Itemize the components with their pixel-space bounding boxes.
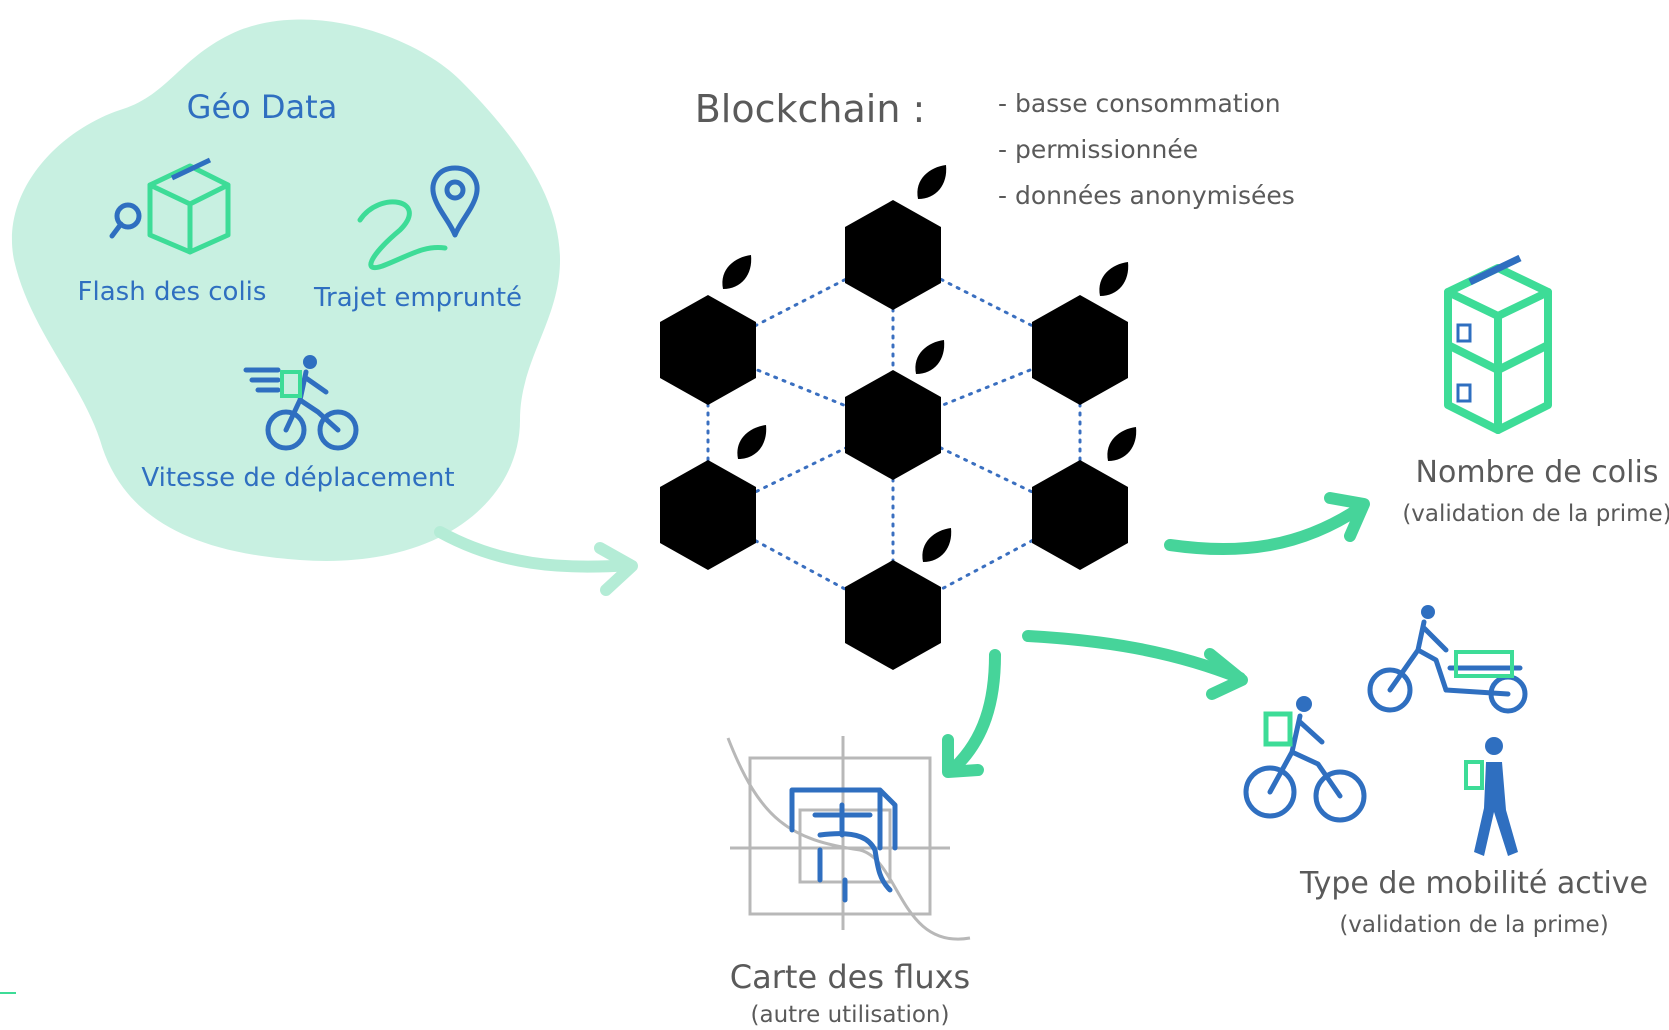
blockchain-title: Blockchain :	[695, 87, 926, 131]
blockchain-feature-3: - données anonymisées	[998, 181, 1295, 210]
parcels-subtitle: (validation de la prime)	[1402, 501, 1669, 527]
pedestrian-icon	[1464, 737, 1518, 856]
delivery-cyclist-icon	[1243, 696, 1367, 823]
vitesse-label: Vitesse de déplacement	[141, 463, 454, 493]
arrow-to-flows	[946, 649, 1001, 776]
blockchain-node-center	[845, 370, 941, 480]
parcels-title: Nombre de colis	[1416, 455, 1659, 490]
blockchain-feature-1: - basse consommation	[998, 89, 1281, 118]
package-scan-icon	[109, 157, 231, 255]
mobility-subtitle: (validation de la prime)	[1339, 912, 1608, 938]
leaf-icon	[916, 165, 947, 203]
leaf-icon	[721, 255, 752, 293]
route-pin-icon	[357, 165, 480, 271]
flash-des-colis-label: Flash des colis	[78, 277, 267, 307]
leaf-icon	[1098, 262, 1129, 300]
cyclist-speed-icon	[243, 355, 359, 451]
arrow-to-mobility-head	[1204, 648, 1248, 700]
arrow-geo-to-blockchain-head	[594, 542, 638, 596]
blockchain-node-right-upper	[1032, 295, 1128, 405]
flows-subtitle: (autre utilisation)	[751, 1002, 950, 1028]
arrow-to-flows-head	[942, 734, 984, 778]
flows-title: Carte des fluxs	[730, 958, 970, 996]
arrow-to-mobility	[1022, 630, 1246, 684]
blockchain-node-left-upper	[660, 295, 756, 405]
blockchain-feature-2: - permissionnée	[998, 135, 1198, 164]
geo-data-blob	[11, 19, 560, 561]
arrow-to-parcels-head	[1324, 492, 1370, 542]
geo-data-title: Géo Data	[187, 88, 338, 126]
arrow-to-parcels	[1164, 502, 1366, 556]
leaf-icon	[921, 528, 952, 566]
leaf-icon	[1106, 427, 1137, 465]
leaf-icon	[914, 340, 945, 378]
trajet-emprunte-label: Trajet emprunté	[313, 283, 522, 313]
parcel-stack-icon	[1444, 254, 1552, 434]
leaf-icon	[736, 425, 767, 463]
blockchain-node-right-lower	[1032, 460, 1128, 570]
mobility-title: Type de mobilité active	[1299, 866, 1648, 901]
blockchain-node-bottom	[845, 560, 941, 670]
blockchain-node-top	[845, 200, 941, 310]
blockchain-node-left-lower	[660, 460, 756, 570]
flux-map-icon	[726, 736, 971, 941]
arrow-geo-to-blockchain	[434, 526, 636, 573]
cargo-bike-icon	[1367, 605, 1528, 714]
